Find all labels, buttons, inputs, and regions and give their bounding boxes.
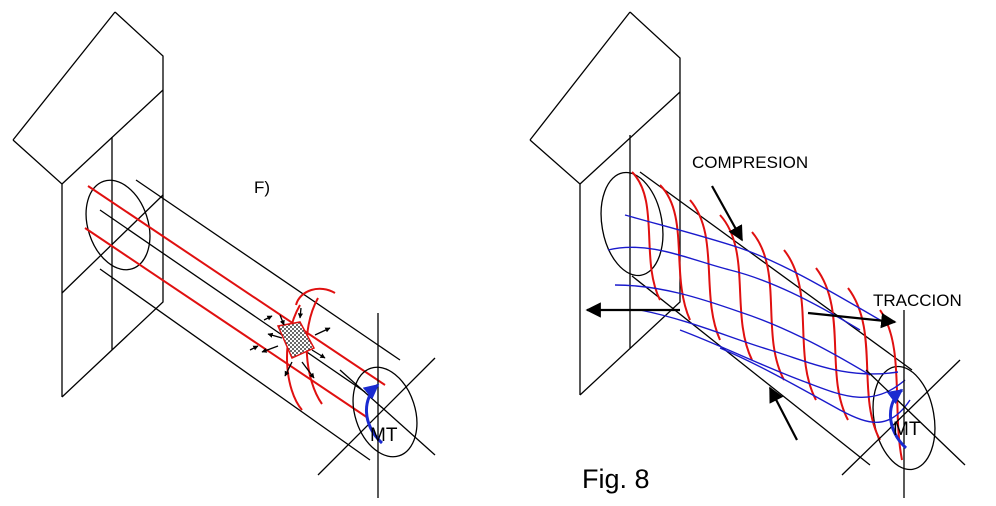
left-torque-arrow (362, 383, 384, 445)
right-torque-label: MT (893, 419, 921, 440)
compression-arrow-top (711, 185, 743, 242)
panel-left-label: F) (254, 178, 270, 197)
right-shaft (600, 171, 936, 471)
traction-arrow (807, 311, 897, 329)
left-wall (12, 11, 164, 398)
left-end-axes (317, 313, 436, 498)
traction-label: TRACCION (873, 291, 962, 310)
left-shaft (84, 179, 418, 461)
right-torque-arrow (886, 388, 908, 450)
stress-element (249, 307, 331, 379)
right-panel: COMPRESION TRACCION MT (529, 11, 966, 498)
left-torque-label: MT (370, 425, 398, 446)
figure-caption: Fig. 8 (582, 464, 650, 494)
left-panel: F) MT (12, 11, 436, 498)
right-wall (529, 11, 681, 396)
compression-arrow-bottom (769, 386, 798, 441)
compression-label: COMPRESION (692, 153, 808, 172)
right-end-axes (841, 310, 966, 498)
